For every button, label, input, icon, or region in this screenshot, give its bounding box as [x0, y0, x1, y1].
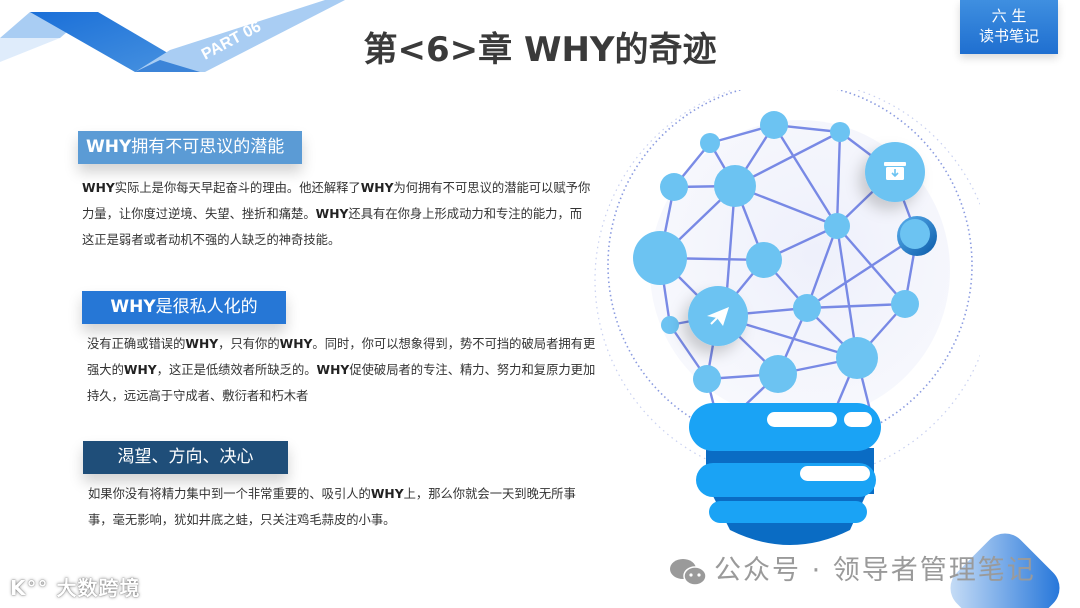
paragraph-text: 促使破局者的专注、精力、努力和复原力更加持久，远远高于守成者、敷衍者和朽木者 — [87, 363, 596, 403]
bold-term: WHY — [123, 363, 157, 377]
paragraph-text: 实际上是你每天早起奋斗的理由。他还解释了 — [114, 181, 361, 195]
paragraph-text: ，只有你的 — [218, 337, 280, 351]
bold-term: WHY — [315, 207, 349, 221]
watermark-right: 公众号 · 领导者管理笔记 — [668, 548, 1036, 587]
heading-bold: WHY — [86, 137, 132, 157]
lightbulb-base — [689, 403, 881, 545]
paragraph-text: 上，那么你就会一天到晚无所事事，毫无影响，犹如井底之蛙，只关注鸡毛蒜皮的小事。 — [88, 487, 576, 527]
bold-term: WHY — [370, 487, 404, 501]
section-heading-3: 渴望、方向、决心 — [83, 441, 288, 474]
paragraph-text: 。同时，你可以想象得到，势不可挡的破局者拥有更强大的 — [87, 337, 596, 377]
section-paragraph-3: 如果你没有将精力集中到一个非常重要的、吸引人的WHY上，那么你就会一天到晚无所事… — [88, 481, 598, 533]
heading-text: 是很私人化的 — [155, 297, 258, 317]
brand-line-1: 六 生 — [991, 7, 1027, 25]
heading-text: 渴望、方向、决心 — [117, 447, 254, 467]
brand-line-2: 读书笔记 — [978, 27, 1039, 45]
network-lightbulb-illustration — [594, 90, 980, 545]
paragraph-text: 如果你没有将精力集中到一个非常重要的、吸引人的 — [88, 487, 371, 501]
section-heading-1: WHY拥有不可思议的潜能 — [78, 131, 302, 164]
watermark-left: K°° 大数跨境 — [10, 576, 141, 600]
wechat-icon — [670, 558, 707, 586]
heading-text: 拥有不可思议的潜能 — [131, 137, 285, 157]
paragraph-text: ，这正是低绩效者所缺乏的。 — [156, 363, 317, 377]
ring-node — [897, 216, 937, 256]
paragraph-text: 没有正确或错误的 — [87, 337, 186, 351]
bold-term: WHY — [360, 181, 394, 195]
archive-download-icon — [865, 142, 925, 202]
bold-term: WHY — [185, 337, 219, 351]
section-paragraph-2: 没有正确或错误的WHY，只有你的WHY。同时，你可以想象得到，势不可挡的破局者拥… — [87, 331, 597, 409]
brand-badge: 六 生 读书笔记 — [960, 0, 1058, 54]
logo-k100-icon: K°° — [10, 576, 57, 600]
section-paragraph-1: WHY实际上是你每天早起奋斗的理由。他还解释了WHY为何拥有不可思议的潜能可以赋… — [82, 175, 592, 253]
bold-term: WHY — [279, 337, 313, 351]
part-ribbon: PART 06 — [0, 0, 345, 72]
page-title: 第<6>章 WHY的奇迹 — [363, 30, 717, 70]
decorative-diamond — [950, 533, 1060, 608]
bold-term: WHY — [82, 181, 115, 195]
section-heading-2: WHY是很私人化的 — [82, 291, 286, 324]
bold-term: WHY — [316, 363, 350, 377]
paragraph-text: 为何拥有不可思议的潜能可以赋予你力量，让你度过逆境、失望、挫折和痛楚。 — [82, 181, 591, 221]
paper-plane-icon — [688, 286, 748, 346]
paragraph-text: 还具有在你身上形成动力和专注的能力，而这正是弱者或者动机不强的人缺乏的神奇技能。 — [82, 207, 583, 247]
heading-bold: WHY — [110, 297, 156, 317]
